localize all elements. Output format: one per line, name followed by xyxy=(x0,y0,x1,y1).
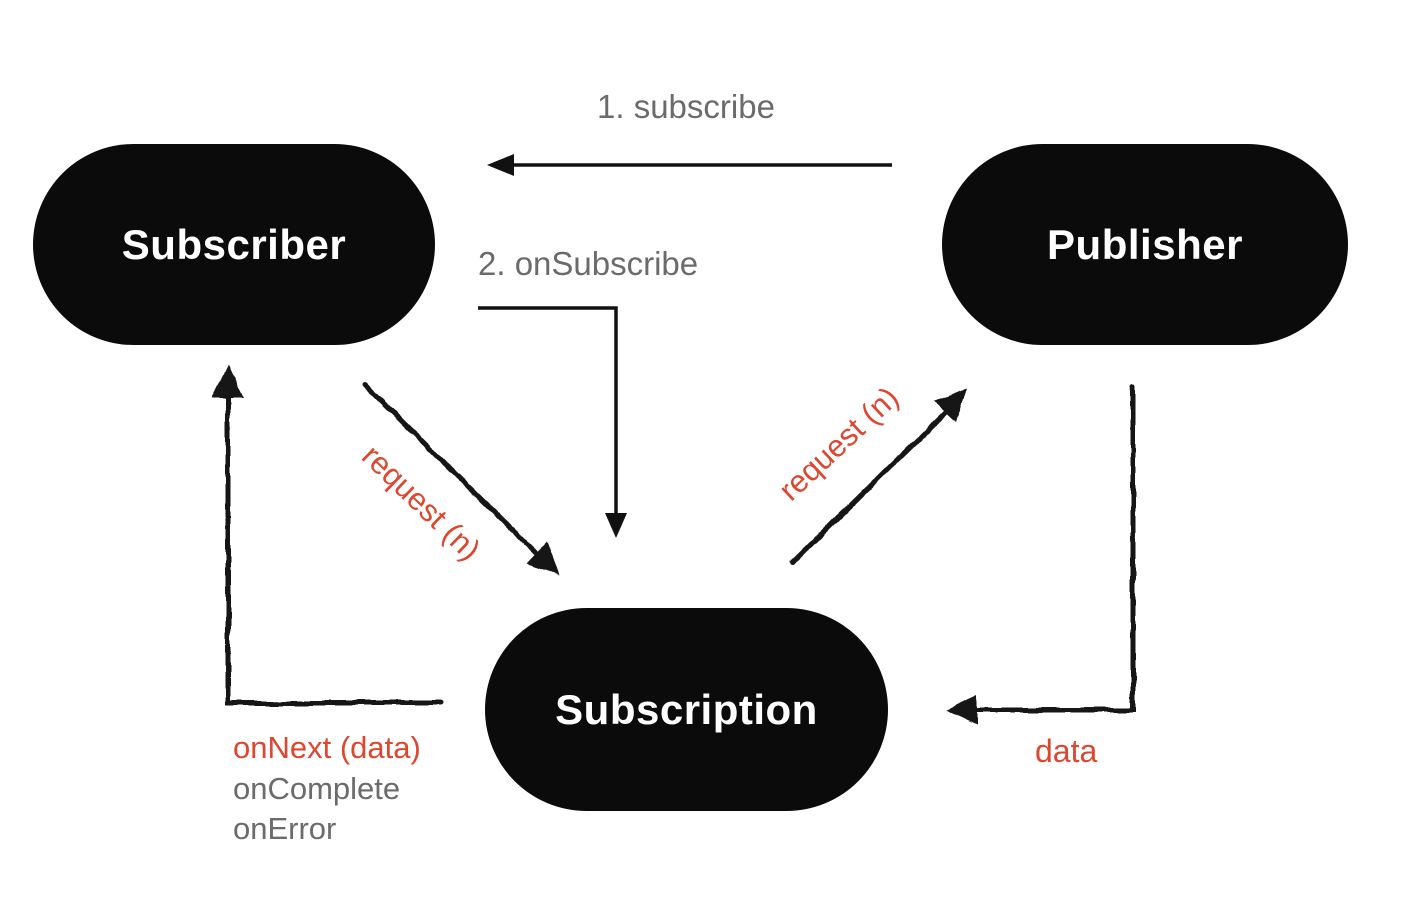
edge-label-on-subscribe: 2. onSubscribe xyxy=(478,245,699,282)
arrow-data xyxy=(945,384,1136,725)
edge-label-subscribe: 1. subscribe xyxy=(597,88,775,125)
node-subscriber-label: Subscriber xyxy=(121,220,347,268)
arrow-on-subscribe xyxy=(478,306,627,538)
edge-label-data: data xyxy=(1035,733,1098,769)
arrow-callbacks xyxy=(212,365,444,706)
node-subscription-label: Subscription xyxy=(555,685,818,733)
edge-label-on-error: onError xyxy=(233,811,337,846)
arrow-request-left xyxy=(363,383,559,575)
edge-label-on-next: onNext (data) xyxy=(233,730,421,765)
arrow-request-right xyxy=(790,389,967,565)
node-subscription: Subscription xyxy=(485,608,888,811)
arrow-subscribe xyxy=(487,154,892,176)
node-subscriber: Subscriber xyxy=(33,144,435,345)
edge-label-on-complete: onComplete xyxy=(233,770,401,806)
node-publisher: Publisher xyxy=(942,144,1348,345)
edge-label-callbacks: onNext (data) onComplete onError xyxy=(233,728,421,850)
node-publisher-label: Publisher xyxy=(1047,220,1243,268)
